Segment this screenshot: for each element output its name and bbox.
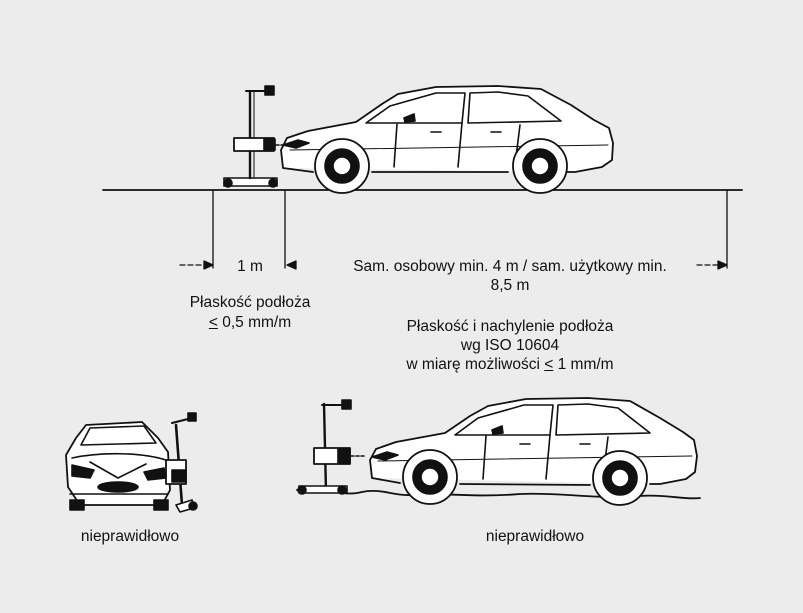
headlight-tester-device-bottom-left xyxy=(165,412,198,513)
car-front-view-bottom-left xyxy=(65,421,171,511)
flatness-left-value: 0,5 mm/m xyxy=(217,314,292,331)
headlight-tester-device-bottom-right xyxy=(297,399,367,495)
le-sign: < xyxy=(544,356,554,373)
dimension-label-1m: 1 m xyxy=(237,258,263,275)
caption-incorrect-right: nieprawidłowo xyxy=(485,528,585,545)
flatness-requirement-right-line2: wg ISO 10604 xyxy=(460,337,560,354)
le-sign: < xyxy=(208,314,218,331)
flatness-requirement-left-line1: Płaskość podłoża xyxy=(189,294,311,311)
flatness-right-value: 1 mm/m xyxy=(553,356,614,373)
flatness-requirement-right-line1: Płaskość i nachylenie podłoża xyxy=(406,318,614,335)
car-side-view-bottom-right xyxy=(369,397,698,506)
headlight-tester-device-top xyxy=(223,85,289,188)
flatness-right-prefix: w miarę możliwości xyxy=(406,356,545,373)
flatness-requirement-right-line3: w miarę możliwości < 1 mm/m xyxy=(380,355,640,374)
dimension-lines xyxy=(179,189,728,270)
dimension-label-min-distance-line2: 8,5 m xyxy=(490,277,530,294)
car-side-view-top xyxy=(280,85,614,194)
flatness-requirement-left-line2: < 0,5 mm/m xyxy=(160,313,340,332)
dimension-label-min-distance-line1: Sam. osobowy min. 4 m / sam. użytkowy mi… xyxy=(353,258,667,275)
caption-incorrect-left: nieprawidłowo xyxy=(80,528,180,545)
